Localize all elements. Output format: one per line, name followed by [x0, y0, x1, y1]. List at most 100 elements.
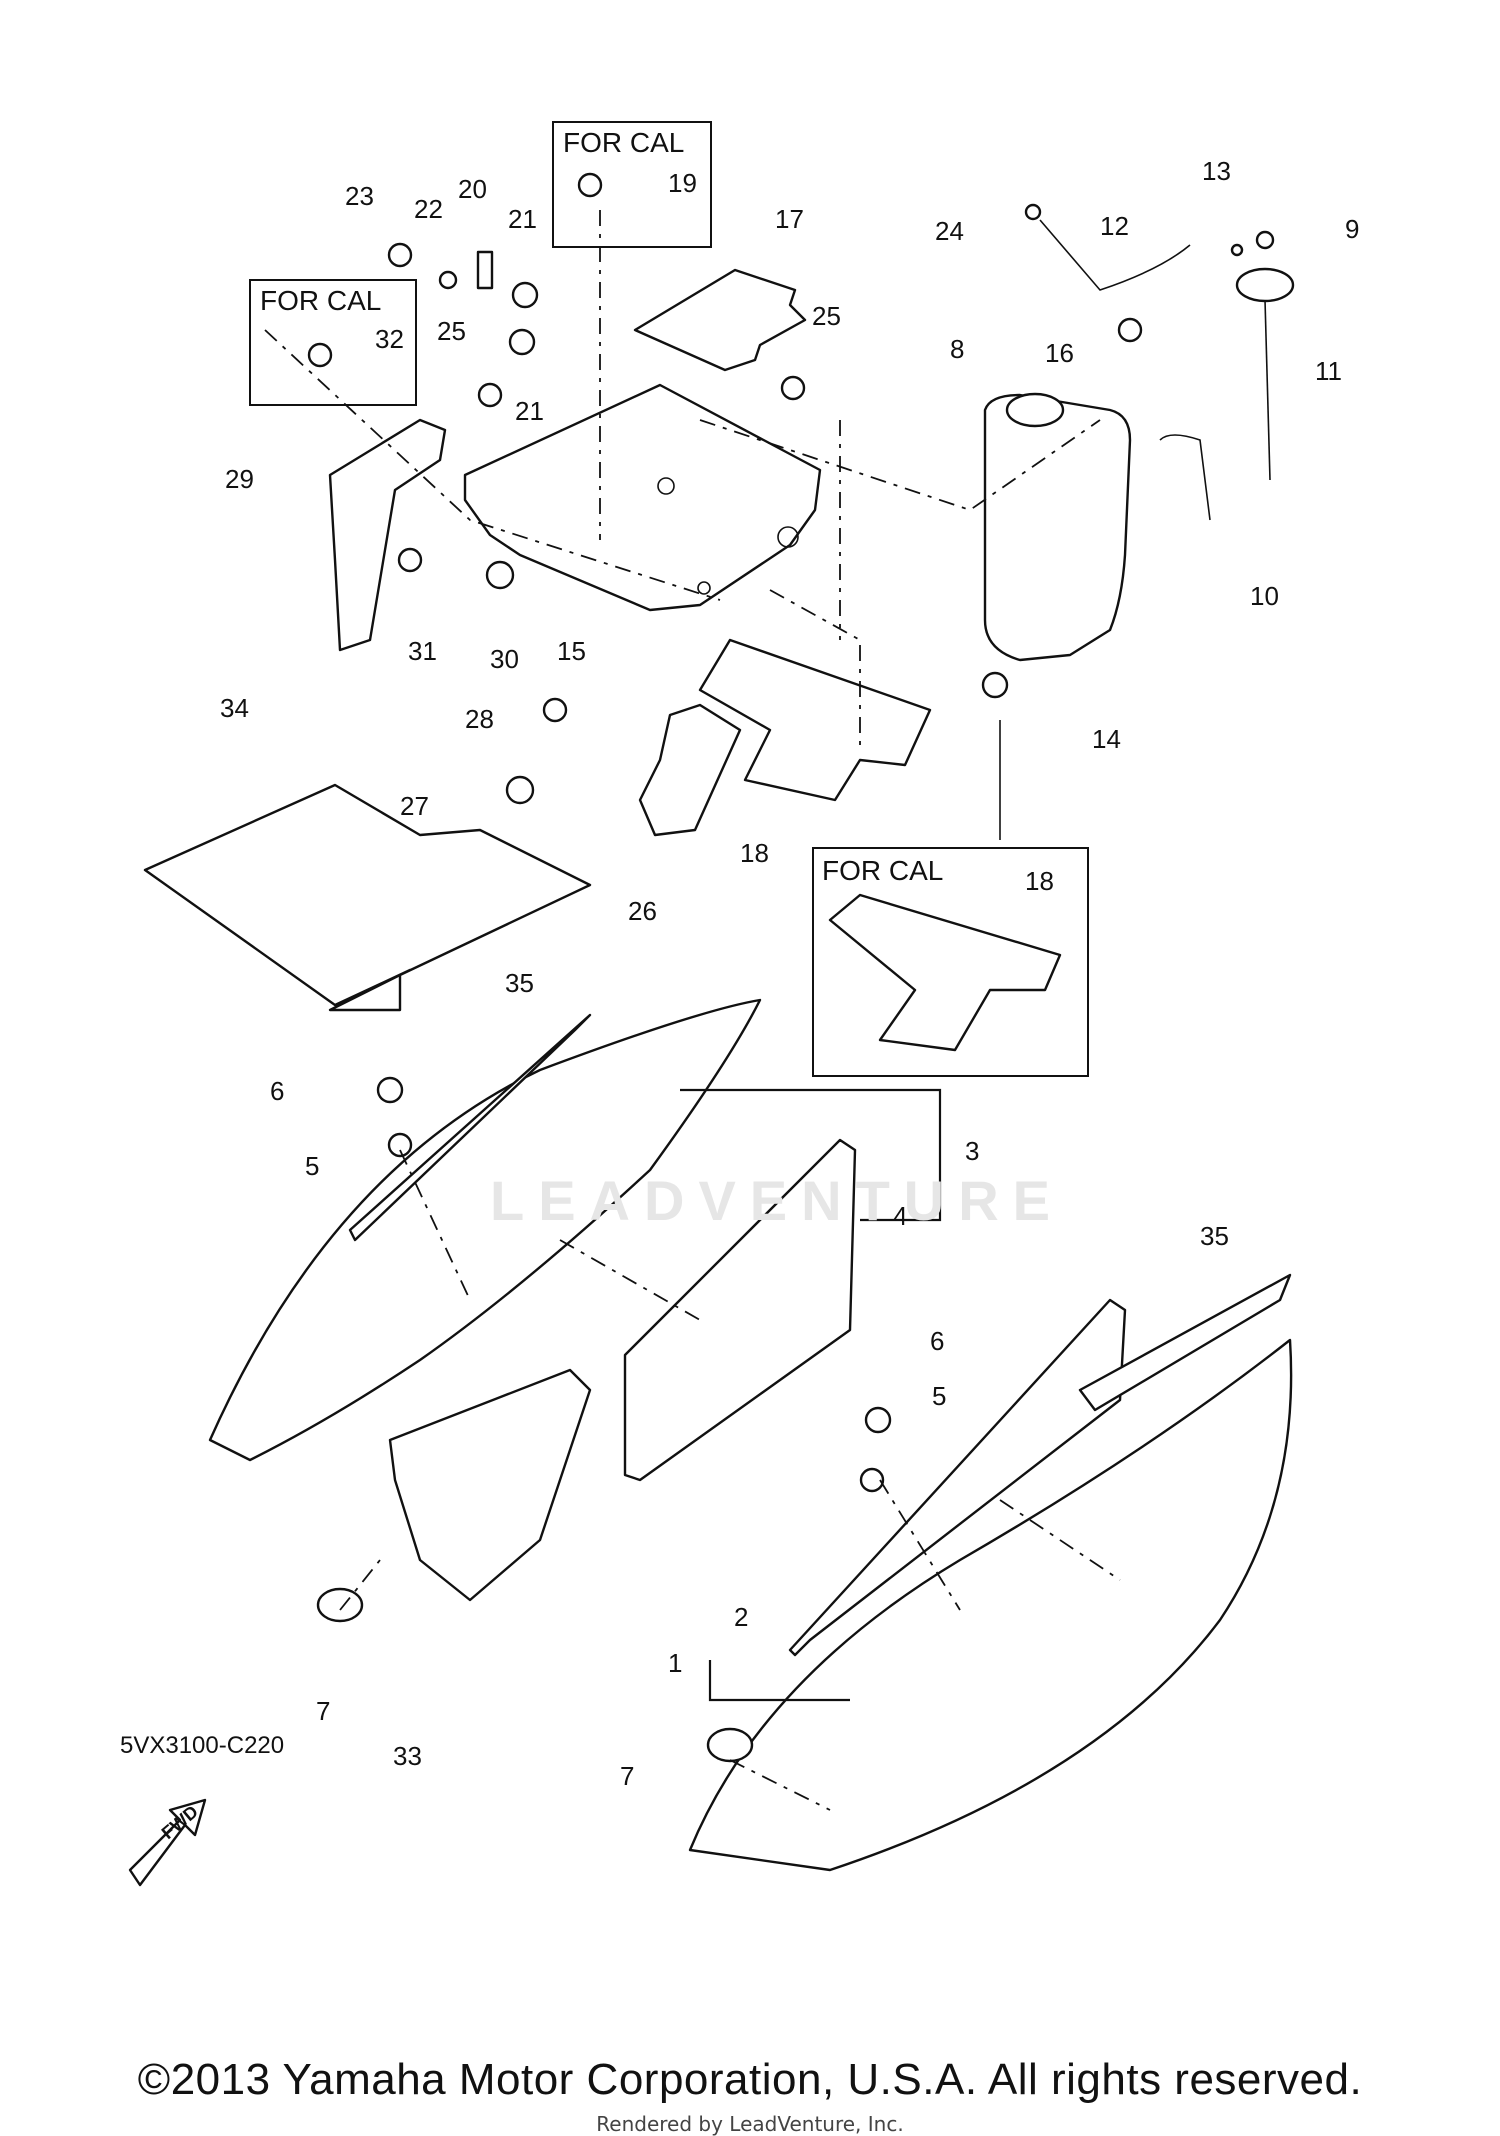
leader-line: [680, 1088, 942, 1222]
part-31-bolt: [397, 547, 423, 573]
part-21-damper: [511, 281, 539, 309]
callout-11: 11: [1315, 356, 1342, 386]
callout-2: 2: [734, 1602, 748, 1632]
part-28-bolt: [542, 697, 568, 723]
part-21-damper: [508, 328, 536, 356]
part-32-bolt: [307, 342, 333, 368]
callout-15: 15: [557, 636, 586, 666]
callout-6: 6: [930, 1326, 944, 1356]
part-code: 5VX3100-C220: [120, 1732, 285, 1759]
callout-7: 7: [316, 1696, 330, 1726]
callout-3: 3: [965, 1136, 979, 1166]
leader-line: [339, 1559, 831, 1811]
callout-28: 28: [465, 704, 494, 734]
callout-14: 14: [1092, 724, 1121, 754]
part-25-bolt: [780, 375, 806, 401]
part-7-grommet: [316, 1587, 364, 1623]
part-29-bracket: [328, 418, 447, 652]
callout-13: 13: [1202, 156, 1231, 186]
part-33-guard: [388, 1368, 592, 1602]
part-26-bracket: [638, 703, 742, 837]
part-15-hole: [697, 581, 711, 595]
callout-16: 16: [1045, 338, 1074, 368]
callout-22: 22: [414, 194, 443, 224]
part-15-hole: [777, 526, 799, 548]
fwd-arrow: FWD: [128, 1798, 207, 1887]
part-17-plate: [633, 268, 807, 372]
part-18-plate: [698, 638, 932, 802]
part-14-clamp: [981, 671, 1009, 699]
callout-31: 31: [408, 636, 437, 666]
part-7-grommet: [706, 1727, 754, 1763]
part-2-panel: [788, 1298, 1127, 1657]
part-16-bolt: [1117, 317, 1143, 343]
part-8-reservoir-tank: [983, 393, 1132, 662]
part-20-clip: [476, 250, 494, 290]
part-5-washer: [387, 1132, 413, 1158]
part-4-panel: [623, 1138, 857, 1482]
leader-line: [264, 329, 721, 601]
part-11-filler-cap: [1235, 267, 1295, 303]
part-11-tube: [1264, 299, 1271, 481]
part-13-clip: [1230, 243, 1244, 257]
callout-24: 24: [935, 216, 964, 246]
callout-12: 12: [1100, 211, 1129, 241]
callout-35: 35: [1200, 1221, 1229, 1251]
callout-30: 30: [490, 644, 519, 674]
part-9-fitting: [1255, 230, 1275, 250]
leader-line: [399, 1149, 1121, 1611]
part-30-clamp: [485, 560, 515, 590]
part-1-side-cover: [688, 1338, 1293, 1872]
callout-6: 6: [270, 1076, 284, 1106]
callout-10: 10: [1250, 581, 1279, 611]
part-18-plate-cal: [828, 893, 1062, 1052]
callout-29: 29: [225, 464, 254, 494]
part-35-strip-upper: [348, 1013, 592, 1242]
callout-21: 21: [508, 204, 537, 234]
callout-27: 27: [400, 791, 429, 821]
part-24-clip: [1024, 203, 1042, 221]
callout-26: 26: [628, 896, 657, 926]
for-cal-label: FOR CAL: [260, 285, 381, 316]
part-15-hole: [657, 477, 675, 495]
part-27-clamp: [505, 775, 535, 805]
callout-25: 25: [812, 301, 841, 331]
callout-17: 17: [775, 204, 804, 234]
callout-18: 18: [740, 838, 769, 868]
callout-8: 8: [950, 334, 964, 364]
part-25-bolt: [477, 382, 503, 408]
for-cal-box-18: FOR CAL: [812, 847, 1089, 1077]
callout-33: 33: [393, 1741, 422, 1771]
part-3-side-cover: [208, 998, 762, 1462]
callout-1: 1: [668, 1648, 682, 1678]
part-8-tank-cap: [1005, 392, 1065, 428]
copyright: ©2013 Yamaha Motor Corporation, U.S.A. A…: [137, 2055, 1363, 2104]
callout-35: 35: [505, 968, 534, 998]
for-cal-label: FOR CAL: [822, 855, 943, 886]
part-34-sheet: [143, 783, 592, 1012]
part-6-bolt: [864, 1406, 892, 1434]
part-23-bolt: [387, 242, 413, 268]
callout-18: 18: [1025, 866, 1054, 896]
rendered-by: Rendered by LeadVenture, Inc.: [596, 2112, 904, 2136]
callout-5: 5: [305, 1151, 319, 1181]
watermark: LEADVENTURE: [490, 1169, 1065, 1232]
callout-5: 5: [932, 1381, 946, 1411]
callout-21: 21: [515, 396, 544, 426]
part-6-bolt: [376, 1076, 404, 1104]
for-cal-label: FOR CAL: [563, 127, 684, 158]
callout-20: 20: [458, 174, 487, 204]
part-10-hose: [1159, 434, 1211, 521]
for-cal-box-19: FOR CAL: [552, 121, 712, 248]
callout-7: 7: [620, 1761, 634, 1791]
callout-9: 9: [1345, 214, 1359, 244]
callout-25: 25: [437, 316, 466, 346]
callout-32: 32: [375, 324, 404, 354]
callout-4: 4: [893, 1201, 907, 1231]
part-22-collar: [438, 270, 458, 290]
part-5-washer: [859, 1467, 885, 1493]
callout-19: 19: [668, 168, 697, 198]
for-cal-box-32: FOR CAL: [249, 279, 417, 406]
callout-23: 23: [345, 181, 374, 211]
